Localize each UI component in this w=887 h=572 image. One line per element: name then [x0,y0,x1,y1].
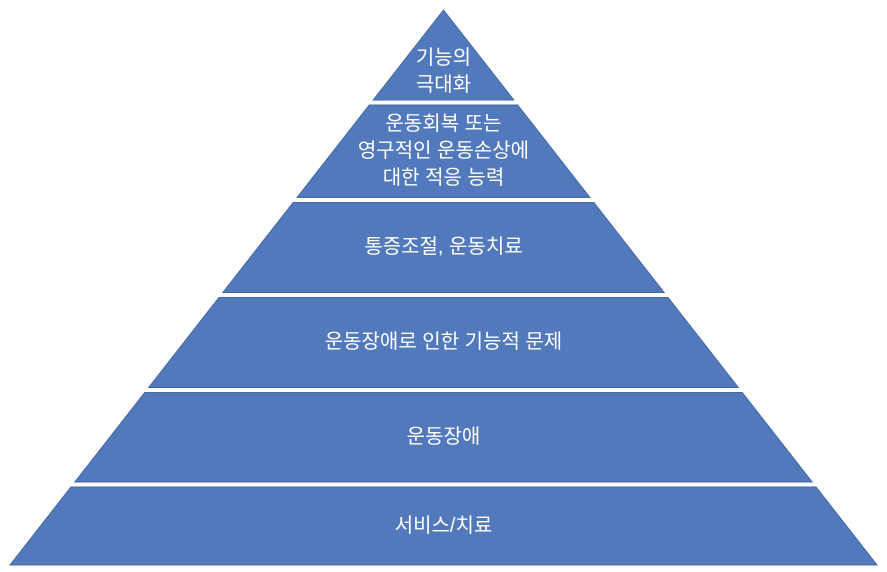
pyramid-level-2-shape [296,104,591,198]
pyramid-level-1-shape [372,9,515,101]
pyramid-level-5-shape [73,392,814,483]
pyramid-level-6-shape [8,486,879,566]
pyramid-level-4-shape [147,297,740,388]
pyramid-level-3-shape [221,202,666,293]
